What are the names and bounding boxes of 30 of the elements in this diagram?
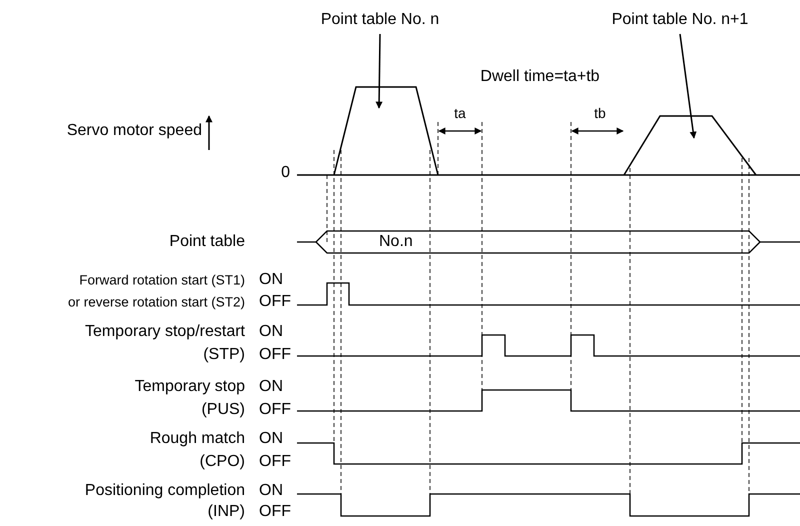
diagram-label: Servo motor speed	[66, 123, 202, 139]
diagram-label: Rough match	[150, 431, 245, 447]
diagram-label: (STP)	[203, 347, 245, 363]
diagram-label: or reverse rotation start (ST2)	[68, 295, 245, 309]
diagram-label: Temporary stop	[134, 379, 245, 395]
diagram-label: (PUS)	[201, 402, 245, 418]
diagram-label: (INP)	[208, 504, 245, 520]
diagram-label: OFF	[259, 402, 291, 418]
leader-arrow	[679, 34, 697, 139]
diagram-label: Point table	[169, 234, 245, 250]
leader-arrow	[376, 34, 383, 109]
diagram-label: ON	[259, 379, 283, 395]
diagram-label: OFF	[259, 504, 291, 520]
callout-label: Point table No. n+1	[612, 12, 748, 28]
diagram-label: ON	[259, 272, 283, 288]
diagram-label: OFF	[259, 454, 291, 470]
diagram-label: ON	[259, 483, 283, 499]
diagram-label: Dwell time=ta+tb	[480, 69, 600, 85]
diagram-label: ta	[454, 106, 466, 120]
diagram-label: tb	[594, 106, 606, 120]
diagram-label: OFF	[259, 294, 291, 310]
callout-label: Point table No. n	[320, 12, 440, 28]
diagram-label: Forward rotation start (ST1)	[79, 273, 245, 287]
diagram-label: (CPO)	[200, 454, 245, 470]
diagram-label: Temporary stop/restart	[84, 324, 245, 340]
diagram-label: 0	[281, 165, 290, 181]
diagram-label: OFF	[259, 347, 291, 363]
diagram-label: ON	[259, 431, 283, 447]
diagram-label: Positioning completion	[84, 483, 245, 499]
diagram-label: ON	[259, 324, 283, 340]
